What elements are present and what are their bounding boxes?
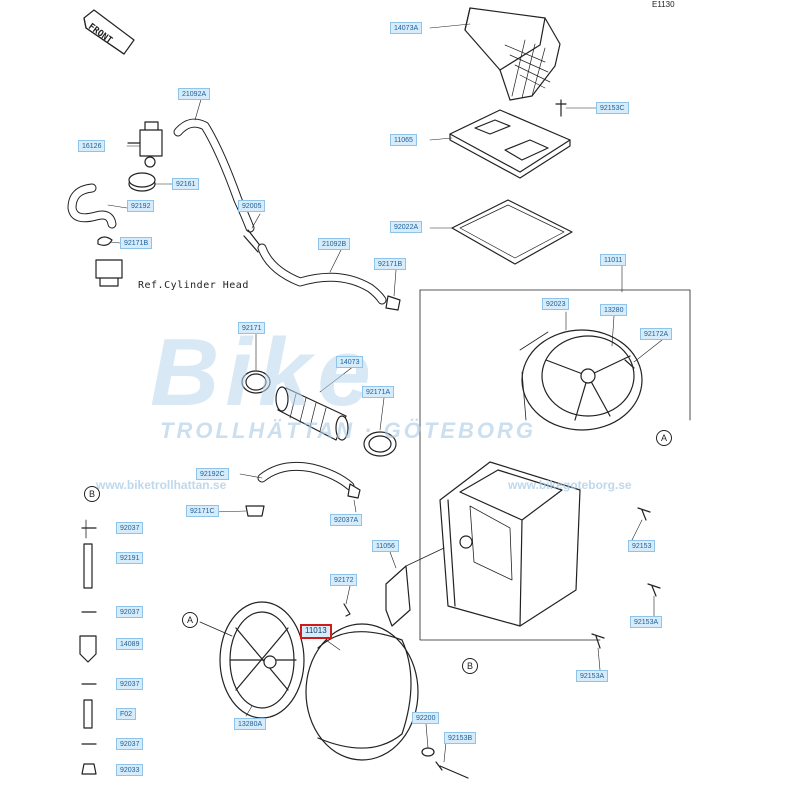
valve-16126 <box>127 121 163 168</box>
air-box <box>439 461 581 627</box>
bracket-11056 <box>385 565 411 627</box>
part-label-b3[interactable]: 92037 <box>116 606 144 618</box>
bolt-92153a-1 <box>647 583 661 597</box>
diagram-code: E1130 <box>652 0 675 9</box>
part-label-92037a[interactable]: 92037A <box>330 514 363 526</box>
part-label-11065[interactable]: 11065 <box>390 134 417 146</box>
gasket <box>451 199 573 265</box>
part-label-92153c[interactable]: 92153C <box>596 102 629 114</box>
filter-element-13280a <box>199 601 305 719</box>
washer-92200 <box>421 747 435 757</box>
screw-92172a <box>624 359 635 369</box>
left-column-parts <box>79 519 97 775</box>
duct-14073 <box>275 386 349 441</box>
marker-b-left: B <box>84 486 100 502</box>
marker-a-right: A <box>656 430 672 446</box>
part-label-11056[interactable]: 11056 <box>372 540 399 552</box>
front-arrow-icon <box>83 9 135 55</box>
part-label-92161[interactable]: 92161 <box>172 178 200 190</box>
marker-a-left: A <box>182 612 198 628</box>
part-label-92153a-1[interactable]: 92153A <box>630 616 663 628</box>
part-label-92172a[interactable]: 92172A <box>640 328 673 340</box>
part-label-16126[interactable]: 16126 <box>78 140 106 152</box>
part-label-b6[interactable]: F02 <box>116 708 137 720</box>
part-label-14073a[interactable]: 14073A <box>390 22 423 34</box>
part-label-14073[interactable]: 14073 <box>336 356 364 368</box>
part-label-b1[interactable]: 92037 <box>116 522 144 534</box>
bolt-92153a-2 <box>591 633 605 649</box>
clamp-92171b <box>385 295 401 311</box>
cylinder-head-ref <box>95 259 123 287</box>
part-label-92192c[interactable]: 92192C <box>196 468 229 480</box>
part-label-21092b[interactable]: 21092B <box>318 238 351 250</box>
part-label-92005[interactable]: 92005 <box>238 200 266 212</box>
part-label-92153[interactable]: 92153 <box>628 540 656 552</box>
filter-lid <box>519 329 643 431</box>
clamp-92171 <box>241 370 271 394</box>
filter-cover-top <box>464 7 561 101</box>
part-label-92023[interactable]: 92023 <box>542 298 570 310</box>
clamp-92171b-left <box>97 236 113 246</box>
part-label-92171b-left[interactable]: 92171B <box>120 237 153 249</box>
part-label-92200[interactable]: 92200 <box>412 712 440 724</box>
part-label-92171b[interactable]: 92171B <box>374 258 407 270</box>
part-label-13280a[interactable]: 13280A <box>234 718 267 730</box>
part-label-b5[interactable]: 92037 <box>116 678 144 690</box>
part-label-92022a[interactable]: 92022A <box>390 221 423 233</box>
screw-92172 <box>343 603 351 617</box>
part-label-92171[interactable]: 92171 <box>238 322 266 334</box>
part-label-92171a[interactable]: 92171A <box>362 386 395 398</box>
part-label-92171c[interactable]: 92171C <box>186 505 219 517</box>
marker-b-bottom: B <box>462 658 478 674</box>
clamp-92161 <box>128 172 156 192</box>
part-label-92153b[interactable]: 92153B <box>444 732 477 744</box>
bolt-92153b <box>435 761 469 779</box>
part-label-b7[interactable]: 92037 <box>116 738 144 750</box>
part-label-13280[interactable]: 13280 <box>600 304 628 316</box>
part-label-21092a[interactable]: 21092A <box>178 88 211 100</box>
clip-92171c <box>245 505 265 517</box>
ref-cylinder-head-note: Ref.Cylinder Head <box>138 280 249 291</box>
part-label-b4[interactable]: 14089 <box>116 638 144 650</box>
part-label-92192[interactable]: 92192 <box>127 200 155 212</box>
air-filter-11013 <box>305 623 419 761</box>
part-label-11011[interactable]: 11011 <box>600 254 627 266</box>
fitting-92037a <box>347 483 361 499</box>
part-label-92172[interactable]: 92172 <box>330 574 358 586</box>
bolt-92153 <box>637 507 651 521</box>
filter-plate <box>449 109 571 179</box>
part-label-11013[interactable]: 11013 <box>300 624 332 639</box>
clamp-92171a <box>363 431 397 457</box>
bolt-92153c <box>555 99 567 117</box>
part-label-b8[interactable]: 92033 <box>116 764 144 776</box>
part-label-92153a-2[interactable]: 92153A <box>576 670 609 682</box>
part-label-b2[interactable]: 92191 <box>116 552 144 564</box>
